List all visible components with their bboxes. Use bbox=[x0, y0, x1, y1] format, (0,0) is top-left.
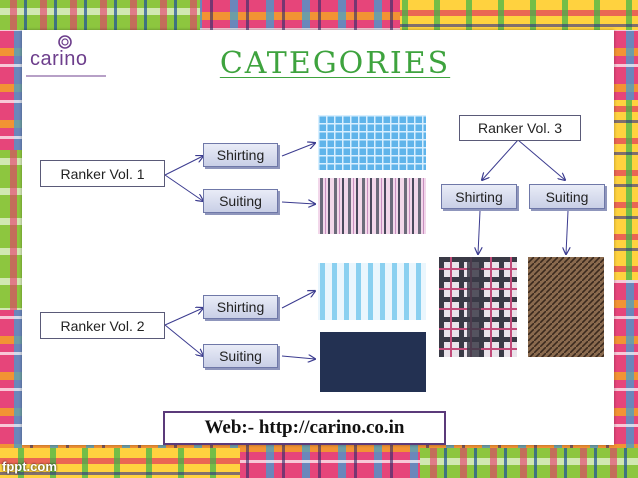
arrow-r2-shirting bbox=[164, 308, 203, 326]
ranker2-suiting-box: Suiting bbox=[203, 344, 278, 368]
slide-canvas bbox=[22, 30, 614, 445]
ranker3-shirting-box: Shirting bbox=[441, 184, 517, 209]
arrow-r2-shirting-swatch bbox=[281, 291, 315, 309]
fabric-swatch-r3-shirting bbox=[439, 257, 517, 357]
ranker2-shirting-box: Shirting bbox=[203, 295, 278, 319]
website-label: Web:- http://carino.co.in bbox=[163, 411, 446, 445]
arrow-r1-suiting-swatch bbox=[281, 202, 315, 204]
fabric-swatch-r1-suiting bbox=[318, 178, 426, 234]
ranker-vol-2-box: Ranker Vol. 2 bbox=[40, 312, 165, 339]
ranker-vol-1-box: Ranker Vol. 1 bbox=[40, 160, 165, 187]
fppt-watermark: fppt.com bbox=[2, 459, 57, 474]
arrow-r3-shirting bbox=[482, 139, 519, 180]
ranker1-shirting-box: Shirting bbox=[203, 143, 278, 167]
ranker-vol-3-box: Ranker Vol. 3 bbox=[459, 115, 581, 141]
fabric-swatch-r1-shirting bbox=[318, 115, 426, 170]
arrow-r2-suiting bbox=[164, 324, 203, 356]
page-title: CATEGORIES bbox=[219, 46, 451, 81]
arrow-r3-suiting-swatch bbox=[566, 210, 568, 254]
logo-wordmark: carino bbox=[30, 48, 88, 70]
logo-tagline-line bbox=[26, 75, 106, 77]
arrow-r1-shirting bbox=[164, 156, 203, 176]
carino-logo: carino bbox=[24, 35, 106, 85]
fabric-swatch-r2-suiting bbox=[320, 332, 426, 392]
ranker3-suiting-box: Suiting bbox=[529, 184, 605, 209]
arrow-r1-shirting-swatch bbox=[281, 143, 315, 157]
ranker1-suiting-box: Suiting bbox=[203, 189, 278, 213]
arrow-r1-suiting bbox=[164, 174, 203, 201]
fabric-swatch-r2-shirting bbox=[318, 263, 426, 320]
fabric-swatch-r3-suiting bbox=[528, 257, 604, 357]
arrow-r3-suiting bbox=[517, 139, 565, 180]
arrow-r2-suiting-swatch bbox=[281, 356, 315, 359]
arrow-r3-shirting-swatch bbox=[478, 210, 480, 254]
